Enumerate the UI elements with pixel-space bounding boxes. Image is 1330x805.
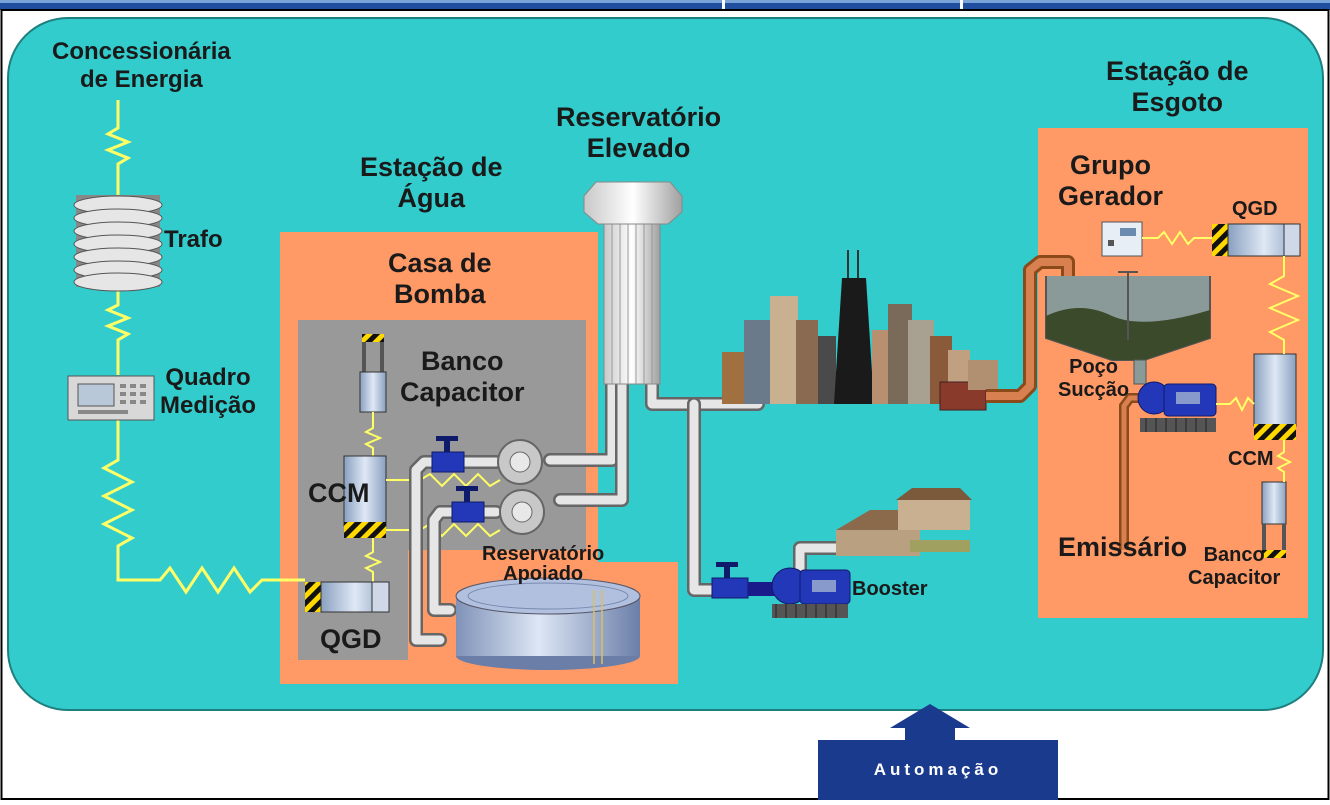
qgd-left-icon bbox=[305, 581, 390, 613]
label-emissario: Emissário bbox=[1058, 532, 1188, 562]
label-qgd-left: QGD bbox=[320, 624, 382, 654]
pump-lower-icon bbox=[499, 489, 545, 535]
meter-panel-icon bbox=[67, 375, 155, 421]
trafo-icon bbox=[73, 195, 163, 292]
houses-icon bbox=[836, 488, 972, 556]
label-qgd-right: QGD bbox=[1232, 198, 1278, 220]
valve-lower-icon bbox=[451, 486, 485, 523]
capacitor-bank-right-icon bbox=[1261, 481, 1287, 558]
capacitor-bank-left-icon bbox=[359, 334, 387, 413]
automation-arrow-icon bbox=[890, 704, 970, 742]
label-ccm-left: CCM bbox=[308, 478, 370, 508]
city-icon bbox=[722, 250, 998, 411]
ground-tank-icon bbox=[455, 577, 641, 670]
sewage-pump-icon bbox=[1137, 381, 1217, 432]
generator-icon bbox=[1101, 221, 1143, 257]
label-ccm-right: CCM bbox=[1228, 448, 1274, 470]
power-cable bbox=[100, 100, 305, 595]
qgd-right-icon bbox=[1212, 223, 1301, 257]
automation-button[interactable]: Automação bbox=[818, 740, 1058, 800]
label-trafo: Trafo bbox=[164, 226, 223, 253]
pump-upper-icon bbox=[497, 439, 543, 485]
suction-well-icon bbox=[1045, 271, 1211, 385]
frame bbox=[0, 9, 1330, 800]
label-booster: Booster bbox=[852, 578, 928, 600]
ccm-right-icon bbox=[1253, 353, 1297, 440]
top-banner bbox=[0, 0, 1330, 10]
water-tower-icon bbox=[583, 181, 683, 385]
booster-pump-icon bbox=[711, 562, 851, 618]
ccm-left-icon bbox=[343, 455, 387, 538]
valve-upper-icon bbox=[431, 436, 465, 473]
